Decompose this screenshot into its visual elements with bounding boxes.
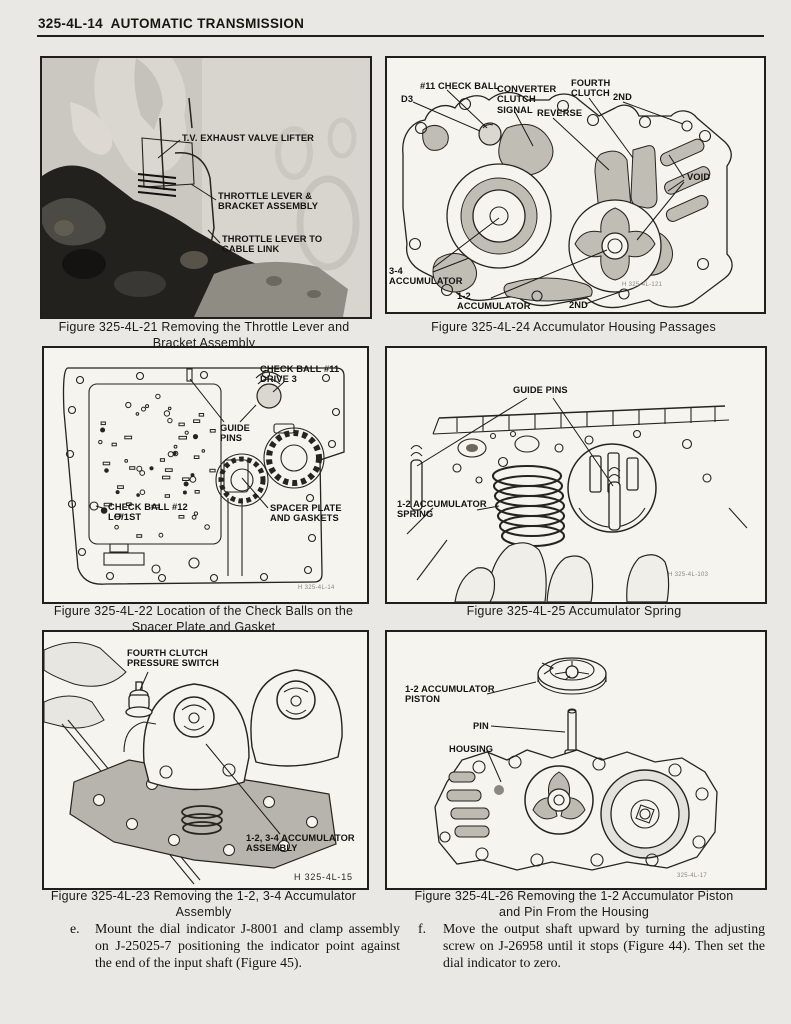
note-f-marker: f. — [418, 921, 427, 936]
accumulator-assembly-illustration — [44, 642, 343, 885]
page-header: 325-4L-14 AUTOMATIC TRANSMISSION — [38, 16, 305, 31]
label-d3: D3 — [401, 94, 414, 104]
label-fourth-clutch-pressure-switch: FOURTH CLUTCH PRESSURE SWITCH — [127, 648, 219, 669]
figure-325-4L-24: #11 CHECK BALL D3 CONVERTER CLUTCH SIGNA… — [385, 56, 766, 314]
label-1-2-accumulator-piston: 1-2 ACCUMULATOR PISTON — [405, 684, 495, 705]
note-f-text: Move the output shaft upward by turning … — [443, 921, 765, 971]
figure-code: H 325-4L-121 — [622, 282, 663, 288]
label-void: VOID — [687, 172, 711, 182]
figure-325-4L-22: CHECK BALL #11 DRIVE 3 GUIDE PINS CHECK … — [42, 346, 369, 604]
figure-325-4L-25: GUIDE PINS 1-2 ACCUMULATOR SPRING H 325-… — [385, 346, 767, 604]
caption-325-4L-23: Figure 325-4L-23 Removing the 1-2, 3-4 A… — [50, 889, 357, 920]
caption-325-4L-25: Figure 325-4L-25 Accumulator Spring — [466, 604, 682, 618]
label-guide-pins: GUIDE PINS — [513, 385, 568, 395]
note-e-marker: e. — [70, 921, 80, 936]
label-11-check-ball: #11 CHECK BALL — [420, 81, 500, 91]
label-check-ball-12-lo-1st: CHECK BALL #12 LO/1ST — [108, 502, 188, 523]
label-converter-clutch-signal: CONVERTER CLUTCH SIGNAL — [497, 84, 557, 115]
label-check-ball-11-drive-3: CHECK BALL #11 DRIVE 3 — [260, 364, 340, 385]
header-rule — [37, 35, 764, 37]
label-guide-pins: GUIDE PINS — [220, 423, 250, 444]
note-f: f. Move the output shaft upward by turni… — [418, 920, 765, 971]
label-housing: HOUSING — [449, 744, 494, 754]
label-fourth-clutch: FOURTH CLUTCH — [571, 78, 611, 99]
label-3-4-accumulator: 3-4 ACCUMULATOR — [389, 266, 463, 287]
label-2nd-top: 2ND — [613, 92, 632, 102]
throttle-lever-photo-illustration — [42, 58, 370, 317]
figure-code: H 325-4L-15 — [294, 872, 353, 882]
caption-325-4L-26: Figure 325-4L-26 Removing the 1-2 Accumu… — [414, 889, 734, 920]
label-tv-exhaust-valve-lifter: T.V. EXHAUST VALVE LIFTER — [182, 133, 314, 143]
label-throttle-lever-cable-link: THROTTLE LEVER TO CABLE LINK — [222, 234, 323, 255]
note-e-text: Mount the dial indicator J-8001 and clam… — [95, 921, 400, 971]
accumulator-piston-housing-illustration — [434, 657, 718, 871]
caption-325-4L-22: Figure 325-4L-22 Location of the Check B… — [53, 604, 354, 635]
figure-325-4L-21: T.V. EXHAUST VALVE LIFTER THROTTLE LEVER… — [40, 56, 372, 319]
note-e: e. Mount the dial indicator J-8001 and c… — [70, 920, 400, 971]
figure-code: 325-4L-17 — [677, 873, 708, 879]
label-1-2-3-4-accumulator-assembly: 1-2, 3-4 ACCUMULATOR ASSEMBLY — [246, 833, 355, 854]
figure-code: H 325-4L-103 — [668, 572, 709, 578]
label-2nd-bottom: 2ND — [569, 300, 588, 310]
accumulator-spring-illustration — [406, 397, 748, 602]
caption-325-4L-24: Figure 325-4L-24 Accumulator Housing Pas… — [431, 320, 716, 334]
figure-325-4L-26: 1-2 ACCUMULATOR PISTON PIN HOUSING 325-4… — [385, 630, 767, 890]
label-1-2-accumulator: 1-2 ACCUMULATOR — [457, 291, 531, 312]
accumulator-housing-illustration — [402, 89, 733, 309]
label-throttle-lever-bracket: THROTTLE LEVER & BRACKET ASSEMBLY — [218, 191, 319, 212]
label-reverse: REVERSE — [537, 108, 583, 118]
label-pin: PIN — [473, 721, 489, 731]
figure-code: H 325-4L-14 — [298, 585, 335, 591]
label-1-2-accumulator-spring: 1-2 ACCUMULATOR SPRING — [397, 499, 487, 520]
figure-325-4L-23: FOURTH CLUTCH PRESSURE SWITCH 1-2, 3-4 A… — [42, 630, 369, 890]
label-spacer-plate-gaskets: SPACER PLATE AND GASKETS — [270, 503, 342, 524]
spacer-plate-illustration — [62, 367, 345, 585]
